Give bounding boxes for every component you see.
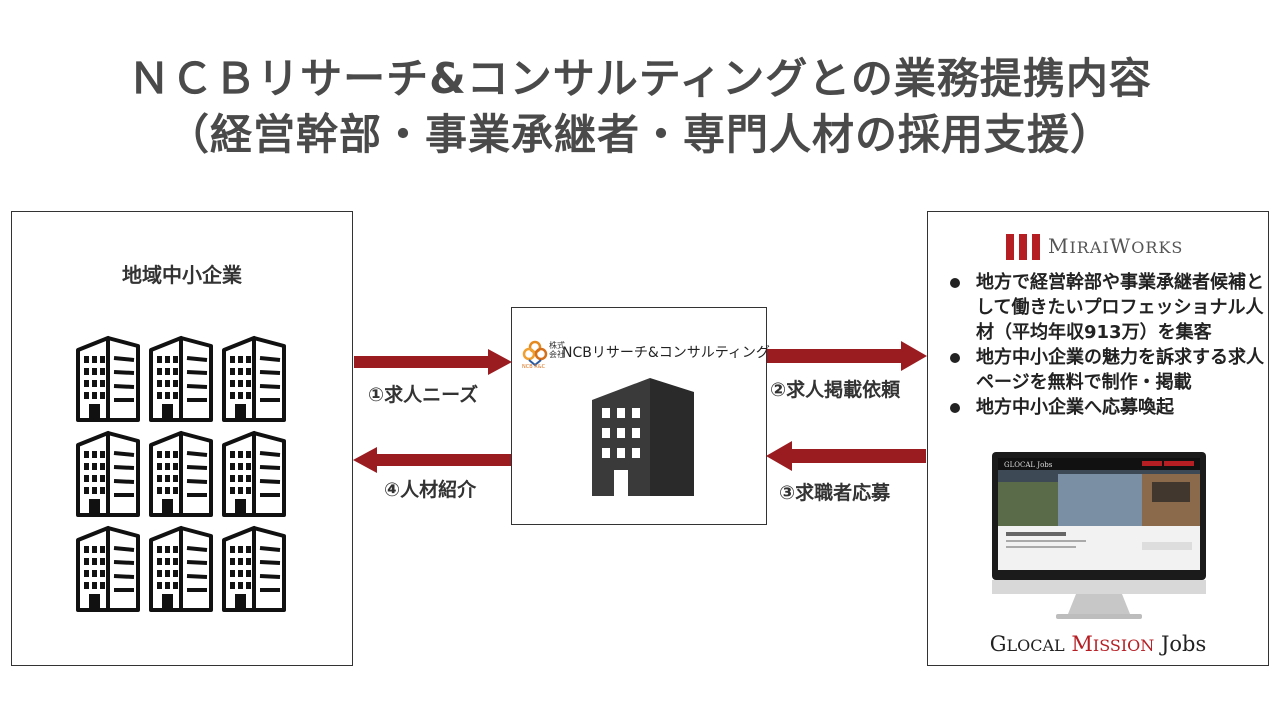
- arrow-4-left: [353, 447, 511, 473]
- building-icon: [222, 336, 286, 422]
- mission-rest: ISSION: [1092, 636, 1155, 655]
- building-icon: [222, 431, 286, 517]
- arrow-3-left: [766, 441, 926, 471]
- monitor-screenshot-image: GLOCAL Jobs: [992, 452, 1206, 619]
- monitor-brand: GLOCAL Jobs: [1004, 461, 1053, 469]
- arrow-label-3: ③求職者応募: [779, 482, 891, 504]
- glocal-g: G: [989, 632, 1007, 656]
- mw-big-1: M: [1048, 234, 1070, 258]
- building-icon: [76, 526, 140, 612]
- mw-small-1: IRAI: [1069, 238, 1110, 257]
- miraiworks-logo-icon: [1006, 234, 1040, 260]
- jobs-word: Jobs: [1160, 632, 1207, 656]
- title-line-1: ＮＣＢリサーチ&コンサルティングとの業務提携内容: [128, 54, 1152, 103]
- ncb-corp-line-2: 会社: [549, 350, 565, 359]
- ncb-tagline: NCB R&C: [522, 364, 546, 370]
- glocal-mission-jobs-logo: GLOCAL MISSION Jobs: [928, 632, 1268, 656]
- building-icon: [149, 336, 213, 422]
- bullet-item: 地方中小企業へ応募喚起: [946, 395, 1266, 420]
- buildings-grid: [74, 332, 292, 616]
- building-icon: [76, 431, 140, 517]
- mw-small-2: ORKS: [1131, 238, 1184, 257]
- building-icon: [222, 526, 286, 612]
- ncb-name: NCBリサーチ&コンサルティング: [562, 345, 770, 361]
- title-line-2: （経営幹部・事業承継者・専門人材の採用支援）: [166, 110, 1113, 159]
- mission-m: M: [1071, 632, 1093, 656]
- regional-sme-box: 地域中小企業: [11, 211, 353, 666]
- ncb-corp-line-1: 株式: [549, 341, 565, 350]
- miraiworks-box: MIRAIWORKS 地方で経営幹部や事業承継者候補として働きたいプロフェッショ…: [927, 211, 1269, 666]
- arrow-label-1: ①求人ニーズ: [368, 384, 479, 406]
- arrow-1-right: [354, 349, 512, 375]
- ncb-corp-label: 株式 会社: [549, 341, 565, 359]
- bullet-item: 地方中小企業の魅力を訴求する求人ページを無料で制作・掲載: [946, 345, 1266, 395]
- miraiworks-bullets: 地方で経営幹部や事業承継者候補として働きたいプロフェッショナル人材（平均年収91…: [946, 270, 1266, 420]
- glocal-rest: LOCAL: [1006, 636, 1065, 655]
- mw-big-2: W: [1109, 234, 1132, 258]
- arrow-label-4: ④人材紹介: [384, 479, 477, 501]
- ncb-box: 株式 会社 NCBリサーチ&コンサルティング NCB R&C: [511, 307, 770, 525]
- building-icon: [76, 336, 140, 422]
- building-icon: [149, 526, 213, 612]
- miraiworks-wordmark: MIRAIWORKS: [1048, 234, 1183, 258]
- ncb-logo-icon: [522, 340, 548, 366]
- arrow-2-right: [767, 341, 927, 371]
- regional-sme-label: 地域中小企業: [122, 263, 242, 287]
- office-building-icon: [592, 378, 694, 496]
- bullet-item: 地方で経営幹部や事業承継者候補として働きたいプロフェッショナル人材（平均年収91…: [946, 270, 1266, 345]
- arrow-label-2: ②求人掲載依頼: [770, 379, 901, 401]
- building-icon: [149, 431, 213, 517]
